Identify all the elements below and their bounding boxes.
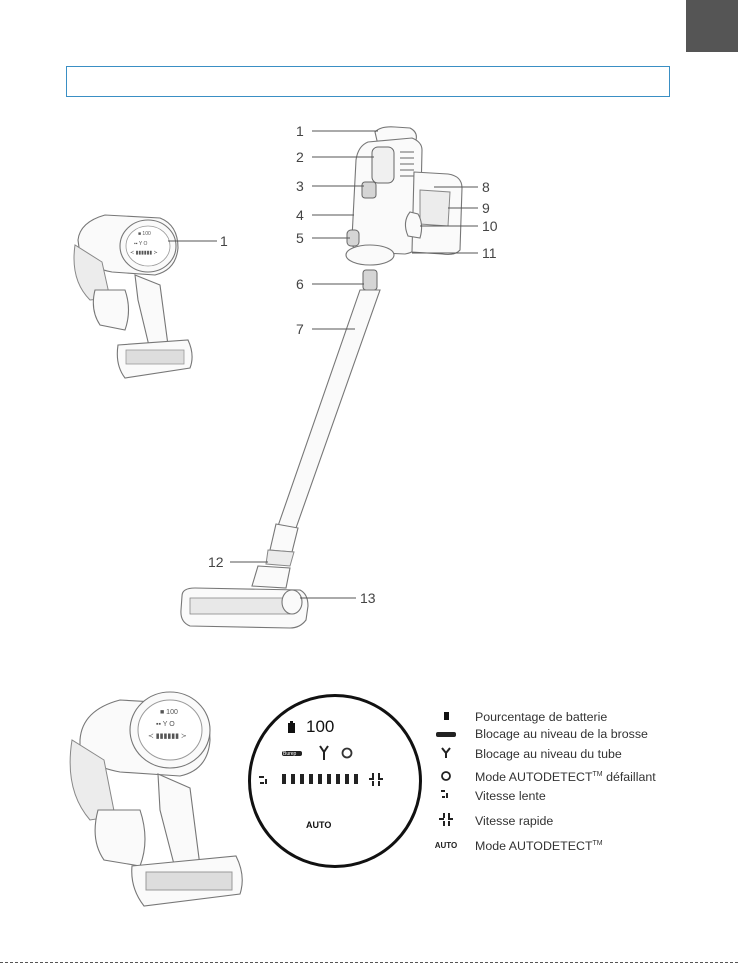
- legend-item-tube-block: Blocage au niveau du tube: [475, 747, 622, 761]
- callout-5: 5: [296, 231, 304, 245]
- display-high-speed-icon: [369, 773, 383, 786]
- display-tube-block-icon: [320, 746, 328, 760]
- callout-13: 13: [360, 591, 376, 605]
- svg-text:■ 100: ■ 100: [160, 709, 178, 716]
- display-brush-block-icon: Burep: [282, 751, 302, 757]
- callout-4: 4: [296, 208, 304, 222]
- svg-text:■ 100: ■ 100: [138, 231, 151, 237]
- legend-item-high-speed: Vitesse rapide: [475, 814, 553, 828]
- display-panel-icons: Burep: [248, 694, 422, 868]
- vacuum-illustration: ■ 100 ▪▪ Y O ≺ ▮▮▮▮▮▮ ≻: [0, 0, 738, 660]
- callout-11: 11: [482, 246, 497, 260]
- display-level-bars: [282, 774, 358, 784]
- svg-text:≺ ▮▮▮▮▮▮ ≻: ≺ ▮▮▮▮▮▮ ≻: [148, 733, 187, 740]
- handheld-detail-drawing: ■ 100 ▪▪ Y O ≺ ▮▮▮▮▮▮ ≻: [60, 670, 250, 910]
- display-battery-icon: [288, 721, 295, 733]
- legend-item-brush-block: Blocage au niveau de la brosse: [475, 727, 648, 741]
- callout-6: 6: [296, 277, 304, 291]
- callout-9: 9: [482, 201, 490, 215]
- legend-item-battery: Pourcentage de batterie: [475, 710, 607, 724]
- legend-item-autodetect-fault: Mode AUTODETECTTM défaillant: [475, 770, 656, 784]
- callout-12: 12: [208, 555, 224, 569]
- callout-7: 7: [296, 322, 304, 336]
- tube-block-icon: [432, 747, 460, 762]
- svg-text:▪▪ Y O: ▪▪ Y O: [134, 241, 147, 247]
- battery-icon: [432, 711, 460, 723]
- page-bottom-line: [0, 962, 738, 963]
- display-autodetect-fault-icon: [343, 749, 352, 758]
- legend-item-low-speed: Vitesse lente: [475, 789, 546, 803]
- callout-10: 10: [482, 219, 498, 233]
- autodetect-fault-icon: [432, 770, 460, 785]
- brush-block-icon: [432, 728, 460, 740]
- display-low-speed-icon: [259, 776, 267, 784]
- inset-handheld-drawing: ■ 100 ▪▪ Y O ≺ ▮▮▮▮▮▮ ≻: [74, 215, 217, 378]
- callout-3: 3: [296, 179, 304, 193]
- high-speed-icon: [432, 813, 460, 830]
- svg-text:Burep: Burep: [283, 751, 297, 757]
- callout-1: 1: [296, 124, 304, 138]
- callout-8: 8: [482, 180, 490, 194]
- svg-text:▪▪ Y O: ▪▪ Y O: [156, 721, 175, 728]
- inset-callout-1: 1: [220, 234, 228, 248]
- callout-2: 2: [296, 150, 304, 164]
- display-mode-label: AUTO: [306, 820, 331, 830]
- stick-vacuum-drawing: [181, 127, 462, 628]
- low-speed-icon: [432, 788, 460, 803]
- svg-text:≺ ▮▮▮▮▮▮ ≻: ≺ ▮▮▮▮▮▮ ≻: [130, 250, 158, 256]
- legend-item-autodetect: Mode AUTODETECTTM: [475, 839, 603, 853]
- auto-icon: AUTO: [432, 841, 460, 850]
- display-battery-value: 100: [306, 717, 334, 737]
